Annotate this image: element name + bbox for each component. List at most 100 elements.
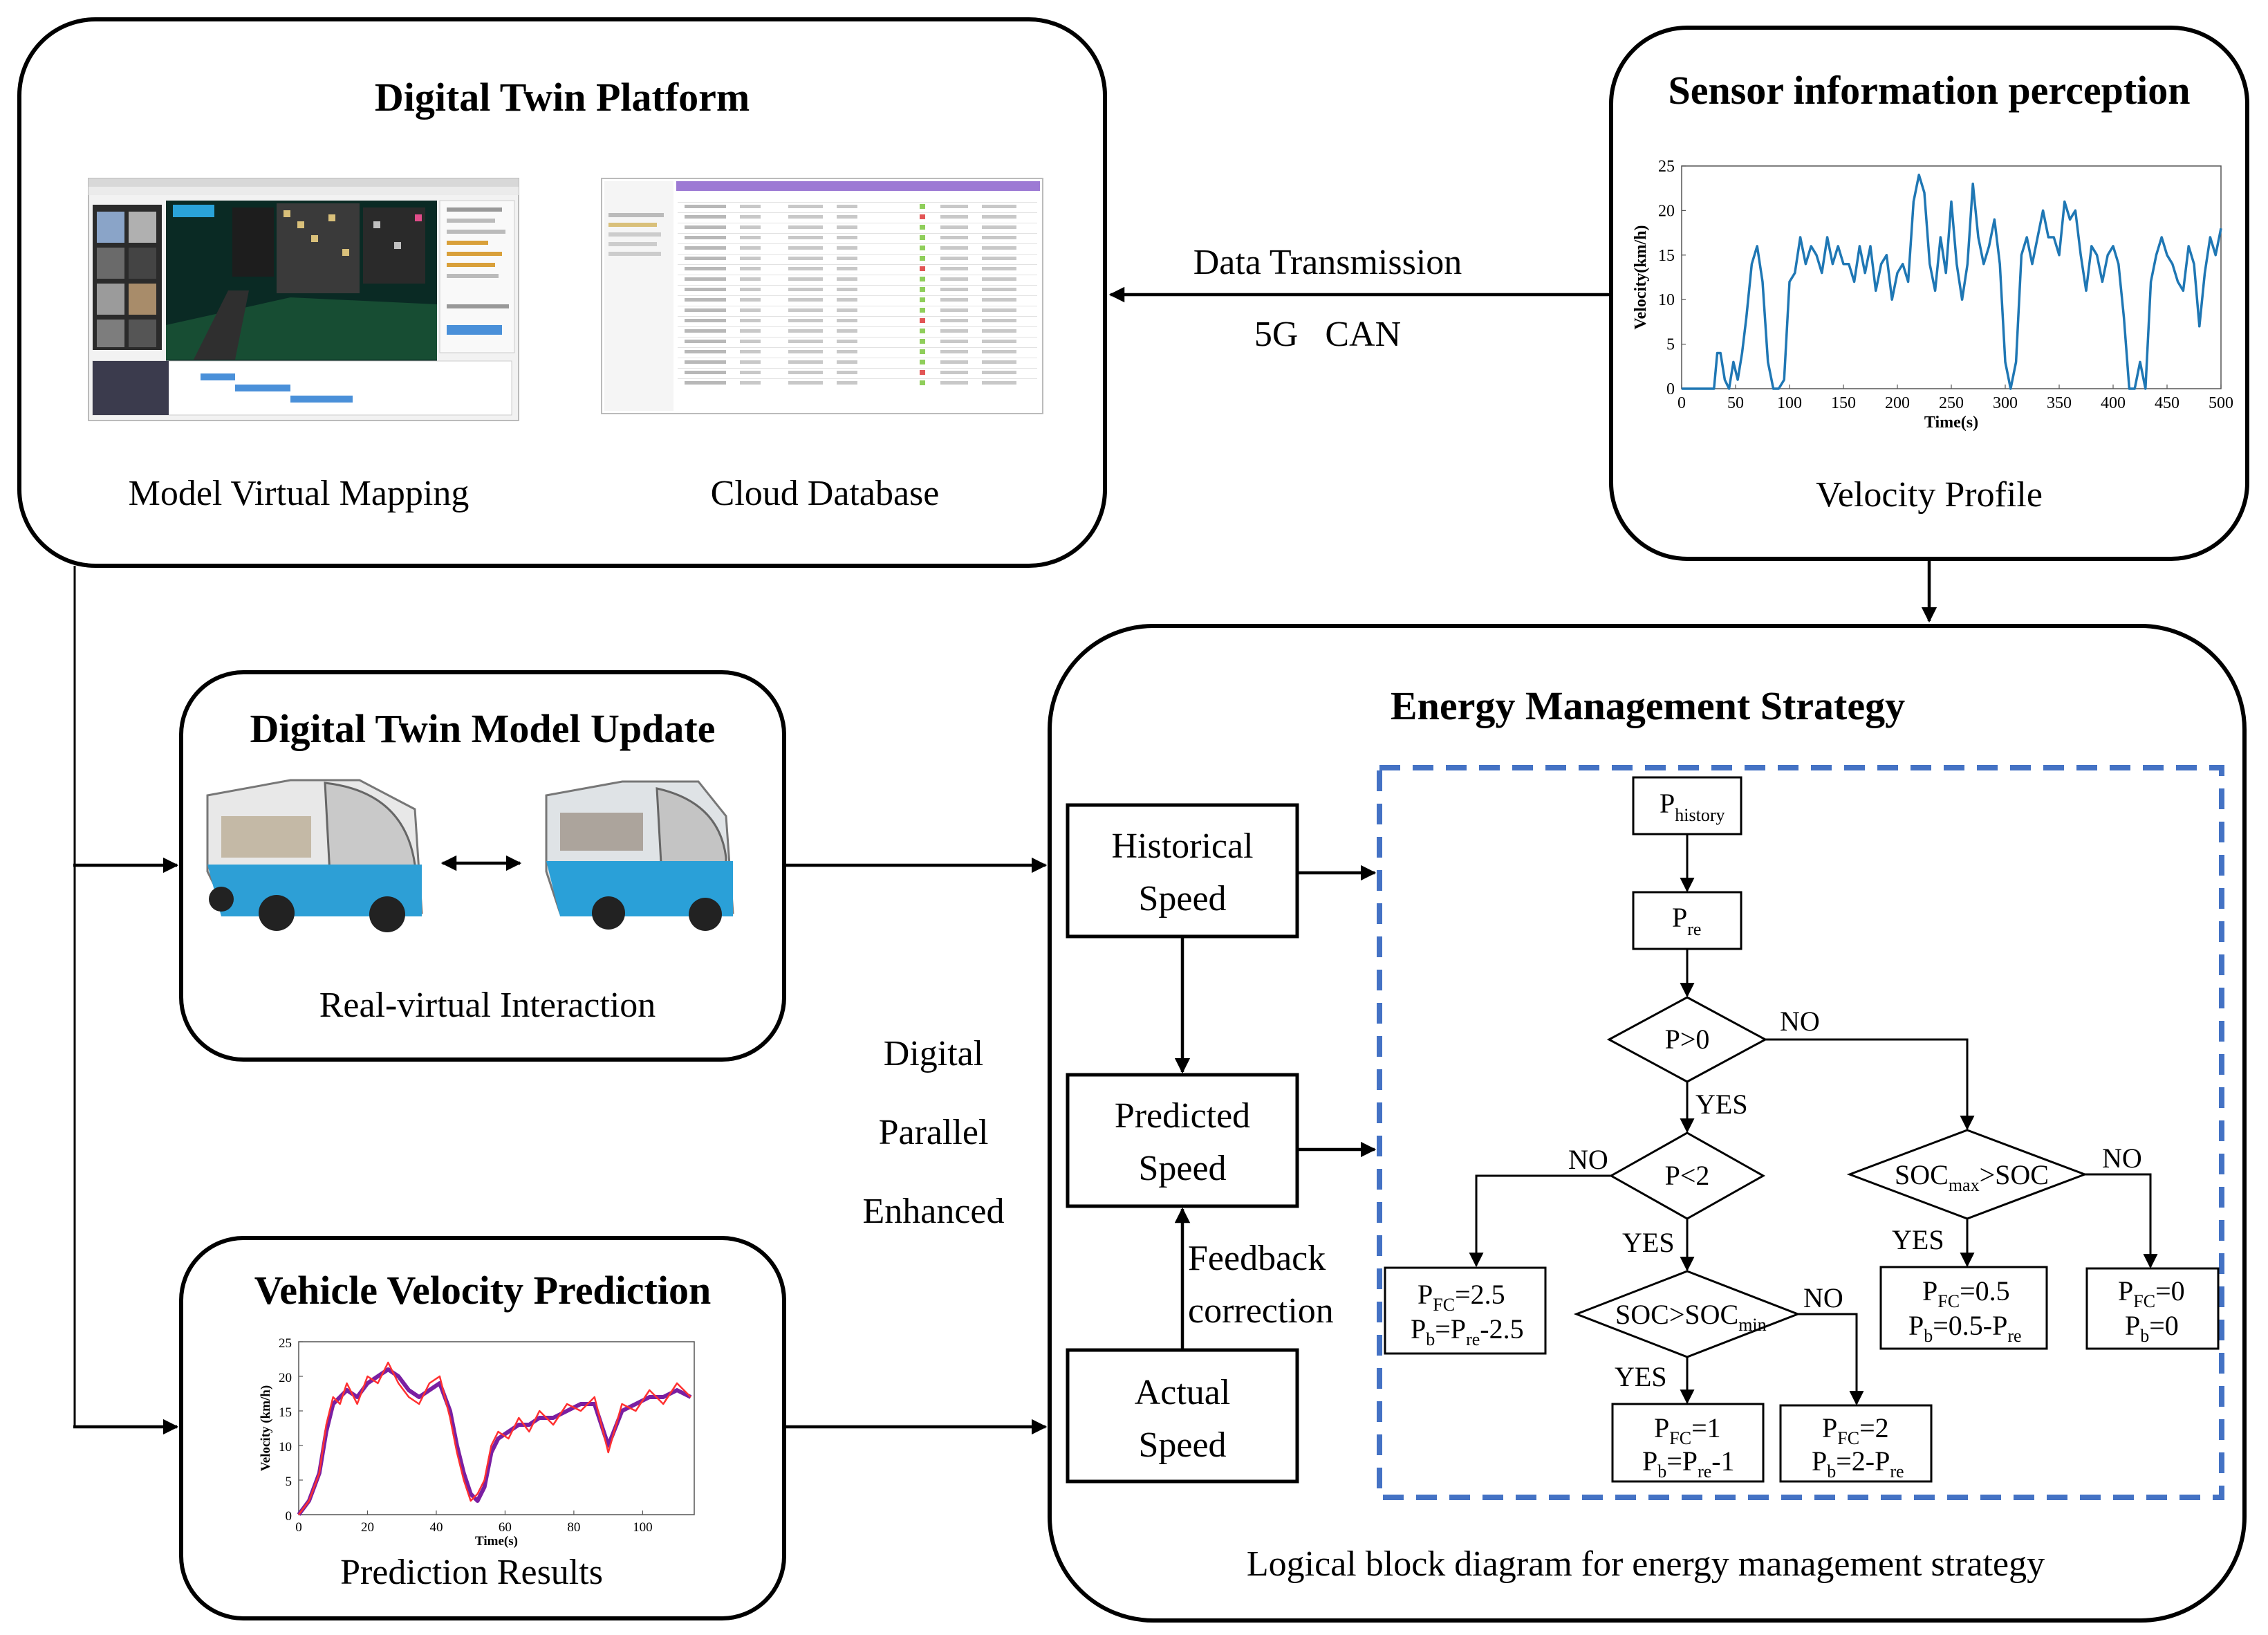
prediction-title: Vehicle Velocity Prediction xyxy=(254,1268,712,1313)
svg-text:Pb=Pre-1: Pb=Pre-1 xyxy=(1642,1445,1735,1481)
feedback-label-line-1: Feedback xyxy=(1188,1239,1326,1278)
virtual-bus-image xyxy=(206,779,423,932)
x-tick-label: 100 xyxy=(1777,394,1802,412)
feedback-label-line-2: correction xyxy=(1188,1291,1334,1331)
y-tick-label: 25 xyxy=(279,1336,292,1351)
svg-text:Pb=Pre-2.5: Pb=Pre-2.5 xyxy=(1411,1313,1524,1349)
prediction-results-caption: Prediction Results xyxy=(340,1553,603,1592)
decision-soc-min-label: SOC>SOCmin xyxy=(1615,1299,1767,1335)
result-box-r4: PFC=0.5 Pb=0.5-Pre xyxy=(1879,1266,2048,1350)
y-tick-label: 20 xyxy=(1658,202,1675,220)
x-tick-label: 400 xyxy=(2101,394,2126,412)
x-tick-label: 250 xyxy=(1939,394,1964,412)
predicted-speed-box: Predicted Speed xyxy=(1066,1073,1299,1208)
model-virtual-mapping-screenshot xyxy=(88,178,519,421)
p-history-label: Phistory xyxy=(1660,788,1725,825)
prediction-panel: Vehicle Velocity Prediction 0 20 40 60 80 100… xyxy=(179,1236,786,1620)
x-tick-label: 350 xyxy=(2047,394,2072,412)
y-axis-label: Velocity(km/h) xyxy=(1632,225,1650,329)
result-box-r3: PFC=2 Pb=2-Pre xyxy=(1779,1404,1933,1483)
y-tick-label: 0 xyxy=(1666,380,1675,398)
y-tick-label: 5 xyxy=(1666,336,1675,354)
no-label-d2: NO xyxy=(1568,1144,1608,1175)
no-label-d3: NO xyxy=(2102,1143,2142,1174)
model-update-panel: Digital Twin Model Update Real-virtual I… xyxy=(179,670,786,1062)
real-bus-image xyxy=(545,780,734,931)
velocity-profile-caption: Velocity Profile xyxy=(1816,475,2043,515)
ems-panel: Energy Management Strategy Historical Sp… xyxy=(1048,624,2247,1623)
x-tick-label: 500 xyxy=(2209,394,2233,412)
y-tick-label: 5 xyxy=(286,1475,292,1489)
ems-caption: Logical block diagram for energy managem… xyxy=(1247,1544,2045,1584)
yes-label-d1: YES xyxy=(1695,1089,1748,1120)
dpe-line-2: Parallel xyxy=(879,1113,989,1152)
x-tick-label: 20 xyxy=(361,1520,374,1535)
model-virtual-mapping-caption: Model Virtual Mapping xyxy=(129,474,470,513)
result-box-r5: PFC=0 Pb=0 xyxy=(2085,1267,2220,1350)
x-tick-label: 50 xyxy=(1727,394,1744,412)
no-label-d1: NO xyxy=(1780,1006,1820,1037)
transmission-protocol-label: 5G CAN xyxy=(1254,315,1401,354)
actual-speed-line-1: Actual xyxy=(1135,1373,1231,1412)
dpe-line-1: Digital xyxy=(884,1034,983,1073)
yes-label-d3: YES xyxy=(1892,1224,1944,1255)
y-tick-label: 15 xyxy=(279,1405,292,1420)
real-virtual-interaction-caption: Real-virtual Interaction xyxy=(319,986,656,1025)
x-axis-label: Time(s) xyxy=(1924,414,1978,432)
svg-text:Pb=0: Pb=0 xyxy=(2125,1310,2179,1346)
x-tick-label: 80 xyxy=(567,1520,580,1535)
y-axis-label: Velocity (km/h) xyxy=(259,1385,273,1471)
x-tick-label: 60 xyxy=(499,1520,512,1535)
y-tick-label: 10 xyxy=(279,1440,292,1454)
sensor-title: Sensor information perception xyxy=(1668,68,2190,113)
ems-title: Energy Management Strategy xyxy=(1391,683,1905,728)
x-tick-label: 450 xyxy=(2155,394,2179,412)
digital-parallel-enhanced-label: Digital Parallel Enhanced xyxy=(862,1034,1004,1231)
result-box-r2: PFC=1 Pb=Pre-1 xyxy=(1611,1403,1765,1483)
series-line-2 xyxy=(297,1361,691,1515)
x-axis-label: Time(s) xyxy=(475,1534,518,1549)
x-tick-label: 200 xyxy=(1885,394,1910,412)
predicted-speed-line-1: Predicted xyxy=(1115,1096,1250,1136)
y-tick-label: 25 xyxy=(1658,158,1675,176)
yes-label-d2: YES xyxy=(1622,1227,1675,1258)
digital-twin-platform-panel: Digital Twin Platform xyxy=(17,17,1107,568)
data-transmission-arrow: Data Transmission 5G CAN xyxy=(1108,243,1611,354)
decision-soc-max-label: SOCmax>SOC xyxy=(1895,1159,2049,1195)
no-label-d4: NO xyxy=(1803,1282,1843,1313)
platform-distribution-lines xyxy=(73,566,179,1435)
x-tick-label: 150 xyxy=(1831,394,1856,412)
plot-area xyxy=(298,1341,695,1515)
y-tick-label: 15 xyxy=(1658,247,1675,265)
x-tick-label: 300 xyxy=(1993,394,2018,412)
platform-title: Digital Twin Platform xyxy=(375,75,750,120)
svg-text:PFC=0.5: PFC=0.5 xyxy=(1922,1275,2010,1311)
svg-text:PFC=1: PFC=1 xyxy=(1654,1412,1721,1448)
actual-speed-box: Actual Speed xyxy=(1066,1348,1299,1484)
cloud-database-caption: Cloud Database xyxy=(711,474,940,513)
p-re-label: Pre xyxy=(1672,902,1701,939)
cloud-database-screenshot xyxy=(601,178,1043,414)
x-tick-label: 100 xyxy=(633,1520,653,1535)
historical-speed-box: Historical Speed xyxy=(1066,803,1299,939)
y-tick-label: 10 xyxy=(1658,291,1675,309)
data-transmission-label: Data Transmission xyxy=(1193,243,1462,282)
dpe-line-3: Enhanced xyxy=(862,1192,1004,1231)
svg-text:PFC=2: PFC=2 xyxy=(1822,1412,1889,1448)
x-tick-label: 0 xyxy=(295,1520,302,1535)
svg-text:Pb=0.5-Pre: Pb=0.5-Pre xyxy=(1908,1310,2022,1346)
x-tick-label: 0 xyxy=(1677,394,1686,412)
model-update-title: Digital Twin Model Update xyxy=(250,706,716,751)
predicted-speed-line-2: Speed xyxy=(1138,1149,1226,1188)
svg-text:Pb=2-Pre: Pb=2-Pre xyxy=(1812,1445,1904,1481)
strategy-flowchart: Phistory Pre P>0 NO YES P<2 NO YES xyxy=(1384,776,2220,1483)
series-line-1 xyxy=(1682,174,2222,390)
svg-text:PFC=0: PFC=0 xyxy=(2118,1275,2185,1311)
decision-p-positive-label: P>0 xyxy=(1665,1024,1710,1055)
x-tick-label: 40 xyxy=(429,1520,443,1535)
yes-label-d4: YES xyxy=(1615,1361,1667,1392)
actual-speed-line-2: Speed xyxy=(1138,1425,1226,1465)
